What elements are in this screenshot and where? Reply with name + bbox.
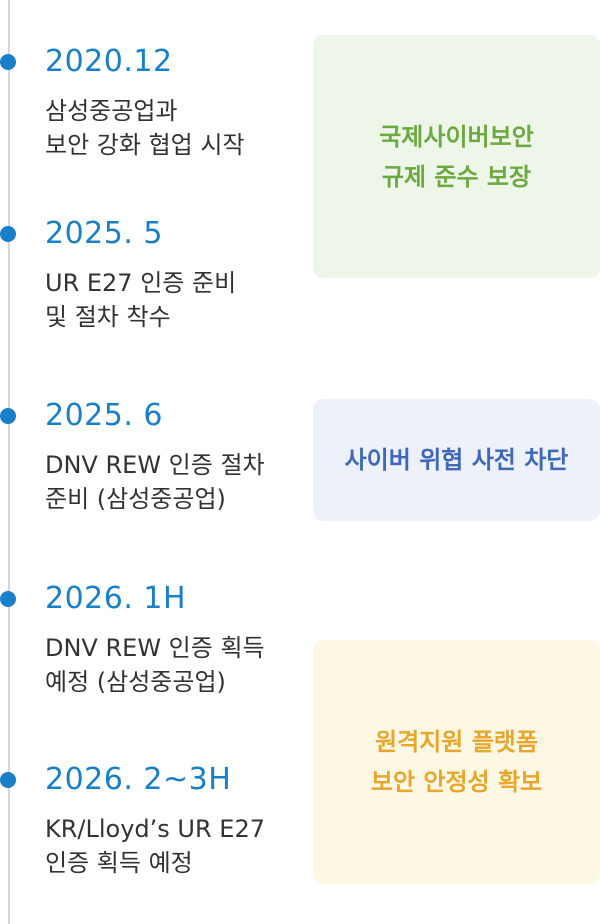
event-description: KR/Lloyd’s UR E27 인증 획득 예정 <box>45 815 265 877</box>
event-date: 2025. 6 <box>45 398 164 433</box>
event-date: 2025. 5 <box>45 216 164 251</box>
timeline-line <box>8 0 10 924</box>
timeline-dot <box>0 226 16 242</box>
timeline-dot <box>0 408 16 424</box>
event-description: UR E27 인증 준비 및 절차 착수 <box>45 269 237 331</box>
event-date: 2026. 1H <box>45 581 187 616</box>
event-description: 삼성중공업과 보안 강화 협업 시작 <box>45 97 245 159</box>
benefit-box-compliance: 국제사이버보안 규제 준수 보장 <box>313 35 600 278</box>
event-description: DNV REW 인증 절차 준비 (삼성중공업) <box>45 451 265 513</box>
timeline-dot <box>0 54 16 70</box>
event-date: 2026. 2~3H <box>45 762 232 797</box>
timeline-dot <box>0 591 16 607</box>
event-date: 2020.12 <box>45 44 173 79</box>
benefit-box-platform-security: 원격지원 플랫폼 보안 안정성 확보 <box>313 640 600 884</box>
timeline-dot <box>0 772 16 788</box>
benefit-box-threat-prevention: 사이버 위협 사전 차단 <box>313 399 600 521</box>
event-description: DNV REW 인증 획득 예정 (삼성중공업) <box>45 634 265 696</box>
